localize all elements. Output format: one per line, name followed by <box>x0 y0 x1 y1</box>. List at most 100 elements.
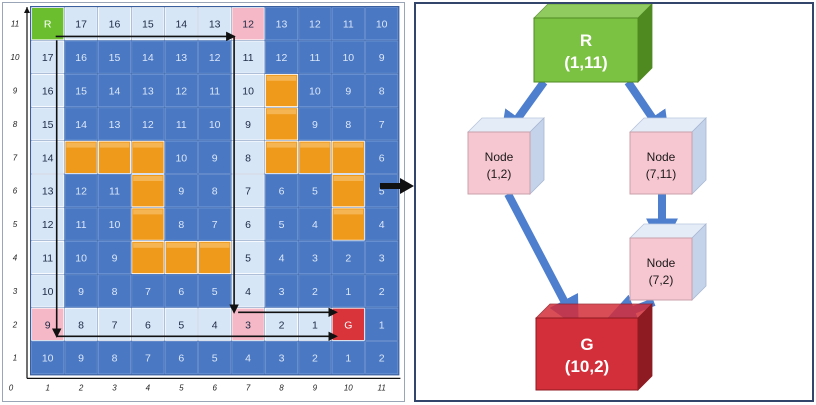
grid-cell: 2 <box>365 341 399 375</box>
grid-cell: 14 <box>64 107 98 141</box>
grid-cell: 5 <box>198 274 232 308</box>
grid-cell <box>131 174 165 208</box>
grid-cell: 7 <box>98 307 132 341</box>
x-tick-label: 3 <box>112 383 117 392</box>
cell-value: 8 <box>245 152 251 164</box>
cell-value: 12 <box>309 19 321 31</box>
grid-cell: 17 <box>31 40 65 74</box>
cell-value: 10 <box>109 219 121 231</box>
cell-blue <box>131 274 165 308</box>
grid-cell: 11 <box>31 240 65 274</box>
path-graph: R(1,11)Node(1,2)Node(7,11)Node(7,2)G(10,… <box>467 4 707 391</box>
grid-cell: 1 <box>331 341 365 375</box>
obstacle-highlight <box>133 176 163 181</box>
obstacle-highlight <box>133 142 163 148</box>
cell-value: 4 <box>379 219 385 231</box>
cell-light <box>98 7 132 41</box>
grid-cell: 10 <box>164 140 198 174</box>
cell-blue <box>298 174 332 208</box>
cell-blue <box>198 207 232 241</box>
cell-value: 6 <box>178 286 184 298</box>
cell-value: 13 <box>42 186 54 198</box>
cell-value: 7 <box>145 353 151 365</box>
grid-cell: 13 <box>264 7 298 41</box>
grid-cell: 12 <box>164 74 198 108</box>
cell-value: 9 <box>245 119 251 131</box>
cell-blue <box>164 341 198 375</box>
grid-cell: 9 <box>98 240 132 274</box>
cell-value: 10 <box>309 86 321 98</box>
cell-blue <box>331 107 365 141</box>
grid-cell <box>331 174 365 208</box>
x-tick-label: 5 <box>179 383 184 392</box>
cell-light <box>31 240 65 274</box>
x-tick-label: 10 <box>344 383 353 392</box>
grid-cell: 4 <box>264 240 298 274</box>
grid-cell: 9 <box>331 74 365 108</box>
cell-blue <box>164 140 198 174</box>
cell-value: 8 <box>345 119 351 131</box>
grid-cell: 8 <box>164 207 198 241</box>
cell-blue <box>365 307 399 341</box>
grid-cell: 11 <box>298 40 332 74</box>
grid-cell: 9 <box>198 140 232 174</box>
grid-cell: 15 <box>31 107 65 141</box>
cell-value: 1 <box>379 319 385 331</box>
cell-value: 5 <box>212 353 218 365</box>
cell-value: 4 <box>312 219 318 231</box>
cell-value: 4 <box>245 286 251 298</box>
node-front-face <box>467 131 531 195</box>
cell-value: 15 <box>42 119 54 131</box>
grid-cell <box>298 140 332 174</box>
cell-value: 7 <box>112 319 118 331</box>
cell-light <box>31 174 65 208</box>
cell-blue <box>264 174 298 208</box>
grid-cell: 10 <box>64 240 98 274</box>
obstacle-highlight <box>266 75 297 81</box>
cell-blue <box>164 174 198 208</box>
cell-blue <box>365 207 399 241</box>
cell-value: 9 <box>78 353 84 365</box>
node-coords: (10,2) <box>565 357 609 376</box>
x-tick-label: 11 <box>378 383 386 392</box>
cell-blue <box>331 341 365 375</box>
grid-cell: 11 <box>231 40 265 74</box>
cell-value: 7 <box>145 286 151 298</box>
grid-cell: 3 <box>298 240 332 274</box>
cell-value: 12 <box>242 19 254 31</box>
cell-value: 16 <box>42 86 54 98</box>
cell-blue <box>198 274 232 308</box>
y-tick-label: 2 <box>12 320 18 329</box>
y-tick-label: 7 <box>13 153 18 162</box>
cell-light <box>31 40 65 74</box>
cell-blue <box>298 341 332 375</box>
grid-cell: 12 <box>298 7 332 41</box>
cell-light <box>98 307 132 341</box>
grid-cell: 14 <box>164 7 198 41</box>
grid-cell <box>64 140 98 174</box>
obstacle-highlight <box>133 209 163 215</box>
cell-blue <box>331 240 365 274</box>
node-label: Node <box>647 256 676 270</box>
grid-cell: 4 <box>365 207 399 241</box>
cell-value: 9 <box>212 152 218 164</box>
cell-light <box>164 7 198 41</box>
grid-cell: 8 <box>64 307 98 341</box>
cell-value: 15 <box>75 86 87 98</box>
node-side-face <box>691 223 707 301</box>
cell-blue <box>298 40 332 74</box>
cell-blue <box>164 207 198 241</box>
cell-value: 11 <box>42 253 53 265</box>
cell-value: 2 <box>379 353 385 365</box>
grid-cell: 12 <box>131 107 165 141</box>
y-tick-label: 11 <box>11 20 19 29</box>
node-C: Node(7,2) <box>629 223 707 301</box>
grid-cell: 4 <box>298 207 332 241</box>
cell-value: 14 <box>75 119 87 131</box>
cell-value: 6 <box>245 219 251 231</box>
cell-value: 16 <box>109 19 121 31</box>
cell-blue <box>365 274 399 308</box>
cell-value: 13 <box>209 19 221 31</box>
node-side-face <box>691 117 707 195</box>
